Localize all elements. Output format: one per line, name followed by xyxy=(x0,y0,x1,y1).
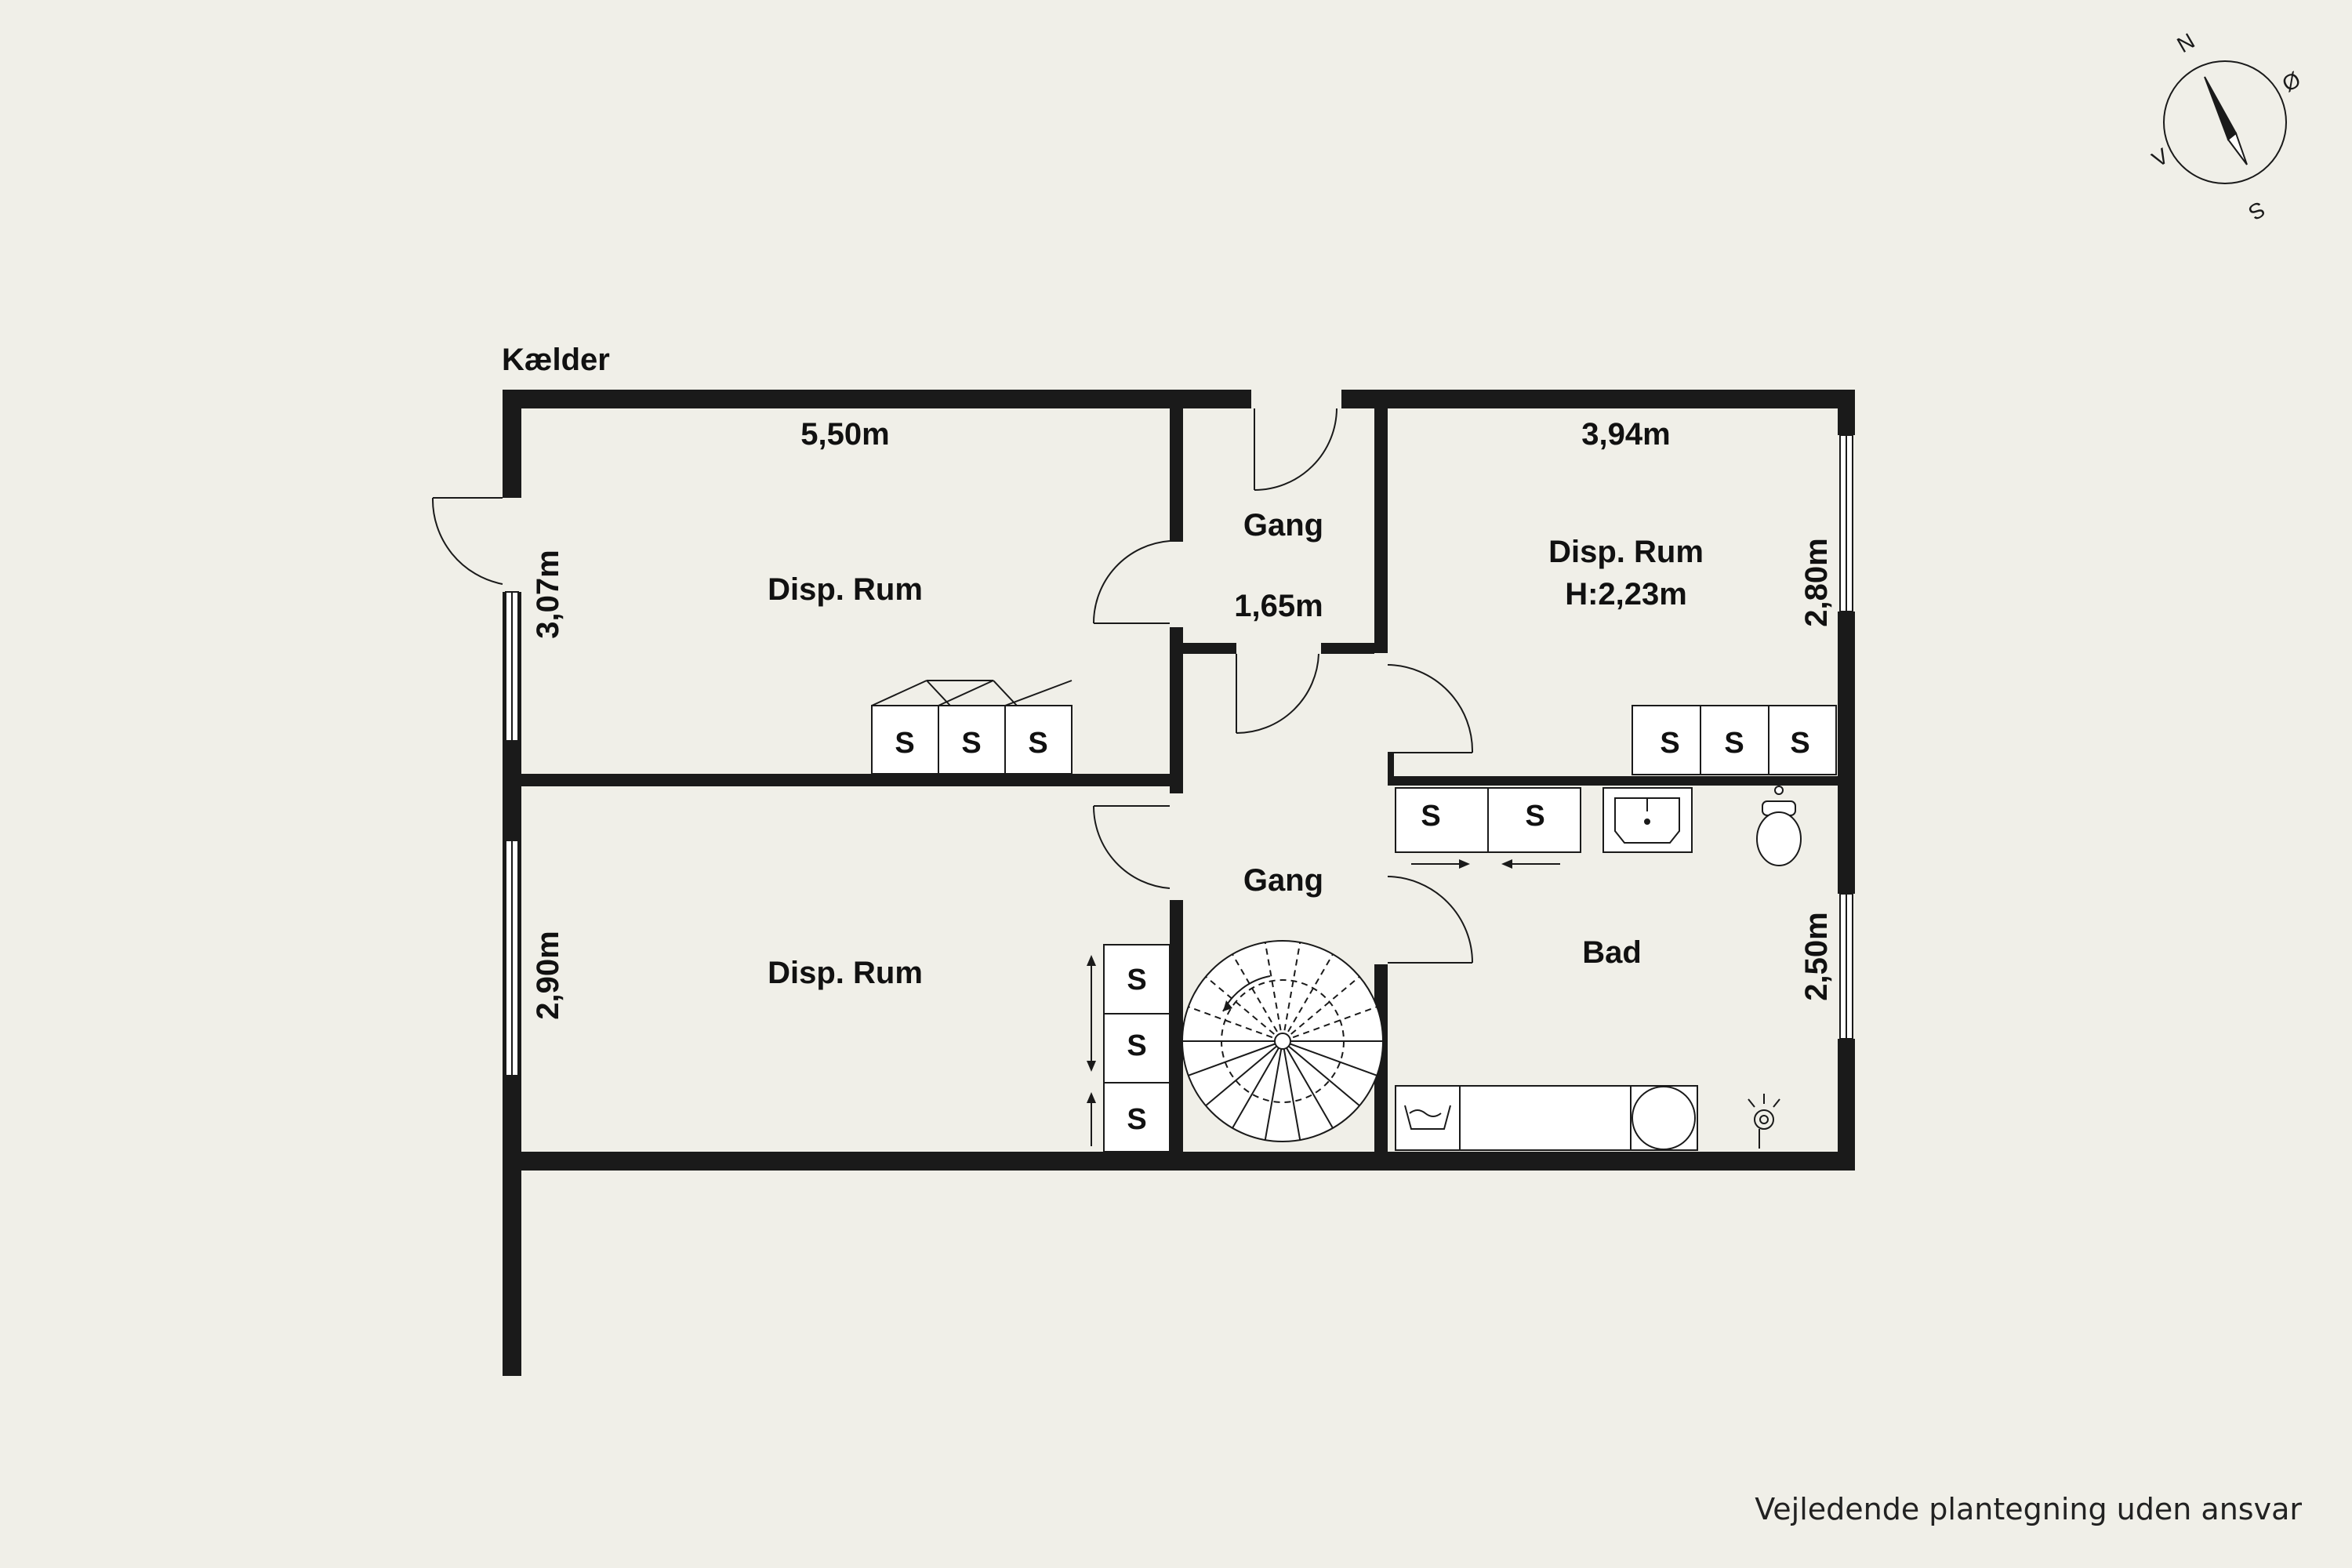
stair-tread xyxy=(1205,975,1283,1042)
sliding-door-arrows xyxy=(1087,859,1560,1146)
compass-icon: N Ø S V xyxy=(2148,28,2305,225)
compass-south: S xyxy=(2245,197,2270,225)
storage-cabinet xyxy=(1103,944,1171,1014)
dimension-label: 2,80m xyxy=(1799,538,1834,626)
storage-label: S xyxy=(961,727,981,760)
stair-tread xyxy=(1205,1040,1283,1107)
floor-label: Kælder xyxy=(502,343,610,377)
stair-tread xyxy=(1282,1006,1377,1042)
storage-cabinet xyxy=(1004,705,1073,775)
compass-north: N xyxy=(2173,28,2199,57)
stair-tread xyxy=(1282,1040,1360,1107)
door xyxy=(1092,805,1171,889)
door xyxy=(1092,540,1171,624)
door xyxy=(1387,664,1474,753)
toilet-icon xyxy=(1756,786,1802,866)
door xyxy=(431,497,503,585)
doors xyxy=(431,408,1474,964)
stair-tread xyxy=(1264,1040,1283,1141)
room-labels: 5,50m Disp. Rum 3,07m Disp. Rum 2,90m Ga… xyxy=(531,417,1834,1020)
stair-tread xyxy=(1188,1040,1283,1076)
storage-cabinet xyxy=(1487,787,1581,853)
room-name: Bad xyxy=(1582,935,1642,970)
dimension-label: 2,90m xyxy=(531,931,565,1019)
storage-label: S xyxy=(1127,1029,1146,1062)
dimension-label: 2,50m xyxy=(1799,912,1834,1000)
storage-cabinet xyxy=(1395,787,1489,853)
room-name: Disp. Rum xyxy=(1548,535,1704,569)
room-name: Gang xyxy=(1243,863,1323,898)
storage-cabinet xyxy=(1768,705,1837,775)
storage-label: S xyxy=(1660,727,1679,760)
compass-east: Ø xyxy=(2278,67,2305,96)
storage-label: S xyxy=(895,727,914,760)
storage-label: S xyxy=(1127,964,1146,996)
stair-tread xyxy=(1232,953,1283,1042)
floor-drain-icon xyxy=(1748,1094,1780,1149)
room-name: Disp. Rum xyxy=(768,956,923,990)
disclaimer: Vejledende plantegning uden ansvar xyxy=(1755,1492,2302,1526)
storage-label: S xyxy=(1724,727,1744,760)
stair-tread xyxy=(1282,953,1334,1042)
storage-label: S xyxy=(1525,800,1544,833)
storage-label: S xyxy=(1028,727,1047,760)
stair-tread xyxy=(1188,1006,1283,1042)
stair-tread xyxy=(1282,942,1301,1042)
storage-cabinet xyxy=(1632,705,1701,775)
stair-tread xyxy=(1264,942,1283,1042)
room-name: Disp. Rum xyxy=(768,572,923,607)
bathroom-fixtures xyxy=(1395,786,1802,1151)
storage-label: S xyxy=(1421,800,1440,833)
sink-icon xyxy=(1602,787,1693,853)
dimension-label: 3,94m xyxy=(1581,417,1670,452)
storage-labels: S S S S S S S S S S S xyxy=(895,727,1809,1136)
door xyxy=(1254,408,1338,491)
stair-tread xyxy=(1282,1040,1377,1076)
storage-label: S xyxy=(1790,727,1809,760)
stair-tread xyxy=(1232,1040,1283,1129)
room-name: Gang xyxy=(1243,508,1323,543)
storage-label: S xyxy=(1127,1103,1146,1136)
storage-cabinet xyxy=(1103,1013,1171,1083)
windows xyxy=(505,434,1853,1076)
room-height: H:2,23m xyxy=(1565,577,1687,612)
laundry-sink-icon xyxy=(1395,1085,1461,1151)
door xyxy=(1236,653,1319,734)
counter xyxy=(1459,1085,1632,1151)
dimension-label: 5,50m xyxy=(800,417,889,452)
stair-tread xyxy=(1282,975,1360,1042)
spiral-staircase xyxy=(1181,940,1384,1142)
dimension-label: 3,07m xyxy=(531,550,565,638)
stair-tread xyxy=(1282,1040,1334,1129)
storage-units xyxy=(871,680,1837,1152)
door xyxy=(1387,876,1473,964)
dimension-label: 1,65m xyxy=(1234,589,1323,623)
storage-cabinet xyxy=(1103,1082,1171,1152)
washing-machine-icon xyxy=(1630,1085,1698,1151)
stair-tread xyxy=(1282,1040,1301,1141)
